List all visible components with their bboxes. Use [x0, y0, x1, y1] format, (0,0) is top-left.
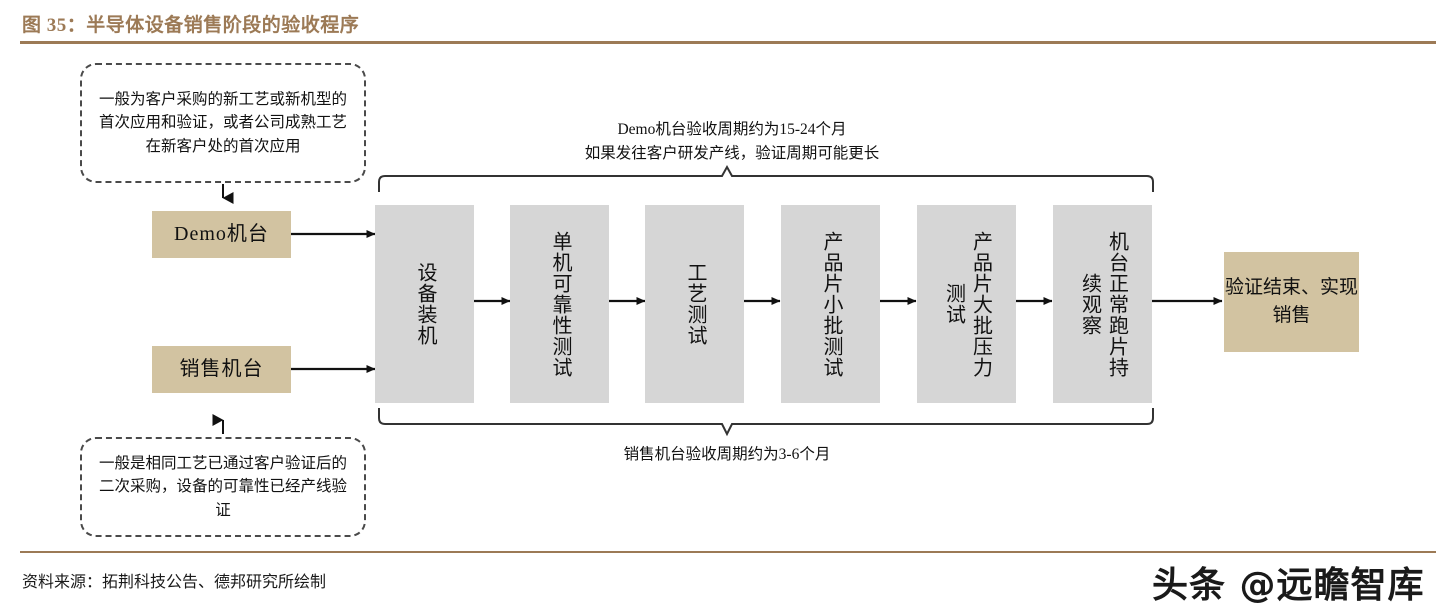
input-box-sales-machine-label: 销售机台	[179, 358, 264, 380]
process-step-4-label: 产品片小批测试	[820, 230, 842, 378]
outcome-box-label: 验证结束、实现销售	[1224, 277, 1358, 326]
bottom-bracket-caption: 销售机台验收周期约为3-6个月	[623, 446, 831, 463]
process-step-6[interactable]: 机台正常跑片持续观察	[1053, 205, 1152, 403]
input-box-demo-machine[interactable]: Demo机台	[152, 211, 291, 258]
process-step-1-label: 设备装机	[414, 262, 436, 346]
process-step-1[interactable]: 设备装机	[375, 205, 474, 403]
note-demo-machine: 一般为客户采购的新工艺或新机型的首次应用和验证，或者公司成熟工艺在新客户处的首次…	[80, 63, 366, 183]
note-sales-machine: 一般是相同工艺已通过客户验证后的二次采购，设备的可靠性已经产线验证	[80, 437, 366, 537]
title-divider	[20, 41, 1436, 44]
process-step-4[interactable]: 产品片小批测试	[781, 205, 880, 403]
process-step-2-label: 单机可靠性测试	[549, 230, 571, 378]
top-bracket	[378, 164, 1154, 192]
watermark: 头条 @远瞻智库	[1152, 565, 1425, 606]
bottom-bracket	[378, 408, 1154, 437]
process-step-2[interactable]: 单机可靠性测试	[510, 205, 609, 403]
top-bracket-caption: Demo机台验收周期约为15-24个月 如果发往客户研发产线，验证周期可能更长	[532, 118, 932, 166]
footer-divider	[20, 551, 1436, 553]
process-step-3-label: 工艺测试	[684, 262, 706, 346]
input-box-demo-machine-label: Demo机台	[174, 223, 269, 245]
process-step-5-label: 产品片大批压力测试	[942, 230, 992, 378]
outcome-box[interactable]: 验证结束、实现销售	[1224, 252, 1359, 352]
page-title: 图 35：半导体设备销售阶段的验收程序	[22, 15, 360, 36]
source-note: 资料来源：拓荆科技公告、德邦研究所绘制	[22, 574, 327, 591]
input-box-sales-machine[interactable]: 销售机台	[152, 346, 291, 393]
process-step-5[interactable]: 产品片大批压力测试	[917, 205, 1016, 403]
top-caption-line2: 如果发往客户研发产线，验证周期可能更长	[584, 145, 880, 163]
process-step-3[interactable]: 工艺测试	[645, 205, 744, 403]
top-caption-line1: Demo机台验收周期约为15-24个月	[617, 121, 847, 138]
process-step-6-label: 机台正常跑片持续观察	[1078, 230, 1128, 378]
